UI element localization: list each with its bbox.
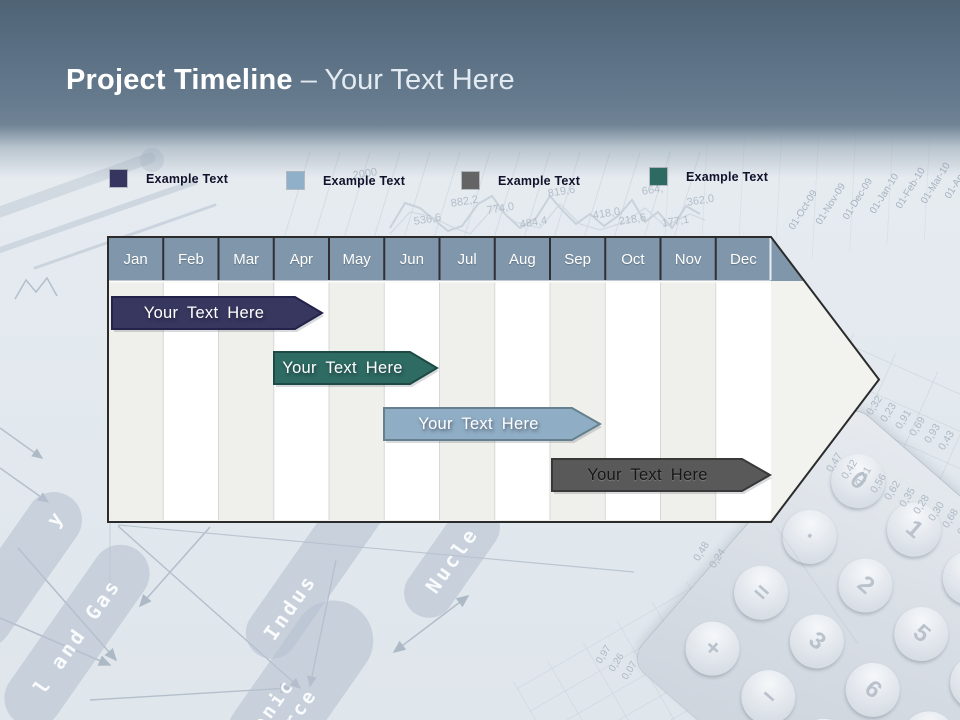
legend-label: Example Text — [686, 169, 769, 184]
calculator-key-8: 8 — [939, 644, 960, 720]
calculator-key-6: 6 — [834, 651, 911, 720]
month-cell-oct: Oct — [621, 250, 645, 268]
month-header-row: Jan Feb Mar Apr May Jun Jul Aug Sep Oct Nov Dec — [108, 237, 771, 281]
legend-label: Example Text — [498, 173, 581, 188]
month-cell-may: May — [342, 250, 371, 268]
title-subtitle: – Your Text Here — [300, 64, 515, 96]
legend-swatch-blue — [287, 172, 304, 189]
month-header-band — [108, 237, 805, 281]
legend-label: Example Text — [323, 173, 406, 188]
bar-label-2: Your Text Here — [282, 358, 403, 377]
page-title: Project Timeline– Your Text Here — [66, 60, 515, 100]
month-cell-sep: Sep — [564, 250, 591, 268]
timeline-bar-2 — [273, 351, 439, 385]
month-cell-jul: Jul — [457, 250, 477, 268]
calculator-key-2: 2 — [827, 547, 904, 624]
month-cell-dec: Dec — [730, 250, 757, 268]
background-node-label: y — [41, 504, 70, 532]
calculator-key-4: 4 — [931, 540, 960, 617]
bar-label-3: Your Text Here — [418, 414, 539, 433]
calculator-key-×: × — [786, 707, 863, 720]
month-cell-apr: Apr — [289, 250, 314, 268]
calculator-key-−: − — [730, 659, 807, 720]
timeline-chart — [107, 236, 881, 523]
month-cell-mar: Mar — [233, 250, 260, 268]
legend-item-1: Example Text — [110, 170, 228, 187]
slide-header: Project Timeline– Your Text Here — [0, 0, 960, 178]
calculator-key-5: 5 — [883, 595, 960, 673]
timeline-bar-4 — [551, 458, 773, 492]
month-cell-feb: Feb — [177, 250, 204, 268]
legend-item-3: Example Text — [462, 172, 580, 189]
legend-label: Example Text — [146, 171, 229, 186]
timeline-bar-1 — [111, 296, 324, 330]
legend-item-2: Example Text — [287, 172, 405, 189]
title-main: Project Timeline — [66, 64, 293, 96]
timeline-bar-3 — [383, 407, 603, 441]
legend-swatch-teal — [650, 168, 667, 185]
calculator-key-+: + — [674, 610, 751, 687]
calculator-key-9: 9 — [890, 700, 960, 720]
legend-swatch-navy — [110, 170, 127, 187]
legend-swatch-gray — [462, 172, 479, 189]
month-cell-jan: Jan — [123, 250, 148, 268]
bar-label-4: Your Text Here — [587, 465, 708, 484]
month-cell-aug: Aug — [509, 250, 536, 268]
legend-item-4: Example Text — [650, 168, 768, 185]
month-cell-nov: Nov — [674, 250, 702, 268]
month-cell-jun: Jun — [399, 250, 424, 268]
calculator-key-=: = — [722, 554, 800, 631]
calculator-key-3: 3 — [778, 603, 856, 680]
bar-label-1: Your Text Here — [143, 303, 265, 322]
